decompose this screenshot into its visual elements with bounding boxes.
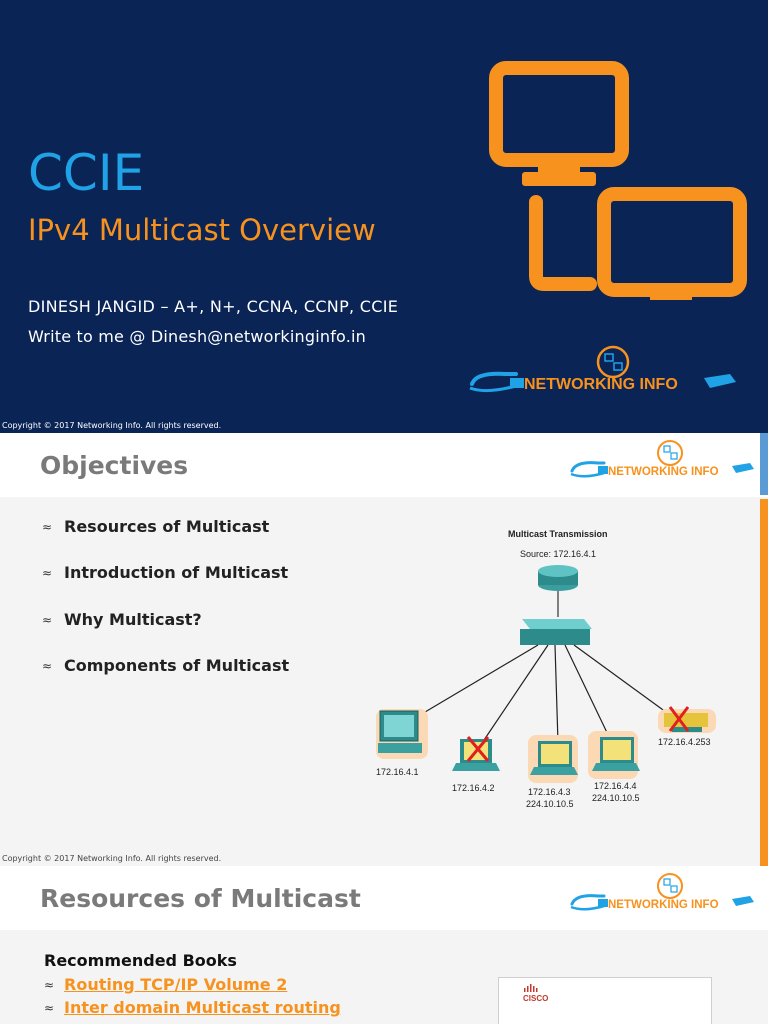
slide-subtitle: IPv4 Multicast Overview	[28, 213, 376, 247]
router-icon	[538, 565, 578, 591]
bullet-marker: ≈	[42, 658, 53, 673]
bullet-marker: ≈	[44, 977, 55, 992]
objectives-slide: Objectives NETWORKING INFO ≈ Resources of…	[0, 433, 768, 866]
cisco-brand: CISCO	[523, 994, 549, 1003]
cisco-logo-icon	[524, 984, 538, 992]
host-laptop-receiver-icon	[588, 731, 640, 779]
networking-info-logo: NETWORKING INFO	[469, 345, 736, 393]
host-ip: 172.16.4.3	[528, 787, 571, 797]
bullet-marker: ≈	[42, 612, 53, 627]
networking-info-logo: NETWORKING INFO	[570, 873, 754, 911]
list-item: ≈ Inter domain Multicast routing	[44, 996, 341, 1019]
networking-info-logo: NETWORKING INFO	[570, 440, 754, 478]
slide-header: Resources of Multicast NETWORKING INFO	[0, 866, 768, 930]
blocked-x-icon	[466, 736, 490, 762]
resources-slide: Resources of Multicast NETWORKING INFO R…	[0, 866, 768, 1024]
host-group: 224.10.10.5	[592, 793, 640, 803]
host-group: 224.10.10.5	[526, 799, 574, 809]
logo-text: NETWORKING INFO	[608, 899, 719, 911]
bullet-text: Introduction of Multicast	[64, 563, 289, 583]
list-item: ≈ Resources of Multicast	[42, 517, 289, 563]
host-ip: 172.16.4.253	[658, 737, 711, 747]
accent-bar-orange	[760, 499, 768, 866]
host-desktop-icon	[376, 709, 428, 759]
list-item: ≈ Introduction of Multicast	[42, 563, 289, 609]
monitors-icon	[489, 61, 747, 300]
title-slide: CCIE IPv4 Multicast Overview DINESH JANG…	[0, 0, 768, 433]
bullet-marker: ≈	[44, 1000, 55, 1015]
multicast-diagram: Multicast Transmission Source: 172.16.4.…	[376, 529, 716, 809]
copyright-text: Copyright © 2017 Networking Info. All ri…	[2, 421, 222, 430]
books-list: ≈ Routing TCP/IP Volume 2 ≈ Inter domain M…	[44, 973, 341, 1019]
list-item: ≈ Routing TCP/IP Volume 2	[44, 973, 341, 996]
book-link[interactable]: Routing TCP/IP Volume 2	[64, 975, 288, 994]
slide-title: CCIE	[28, 144, 145, 202]
host-laptop-receiver-icon	[528, 735, 578, 783]
book-link[interactable]: Inter domain Multicast routing	[64, 998, 341, 1017]
logo-text: NETWORKING INFO	[608, 466, 719, 478]
copyright-text: Copyright © 2017 Networking Info. All ri…	[2, 854, 222, 863]
diagram-source: Source: 172.16.4.1	[520, 549, 596, 559]
objectives-list: ≈ Resources of Multicast ≈ Introduction of…	[42, 517, 289, 702]
bullet-marker: ≈	[42, 520, 53, 534]
list-item: ≈ Why Multicast?	[42, 610, 289, 656]
slide-title: Resources of Multicast	[40, 884, 361, 913]
bullet-text: Resources of Multicast	[64, 517, 270, 536]
slide-header: Objectives NETWORKING INFO	[0, 433, 768, 497]
host-ip: 172.16.4.1	[376, 767, 419, 777]
host-laptop-icon	[452, 739, 500, 771]
books-heading: Recommended Books	[44, 951, 237, 970]
bullet-text: Components of Multicast	[64, 655, 290, 675]
list-item: ≈ Components of Multicast	[42, 656, 289, 702]
host-ip: 172.16.4.2	[452, 783, 495, 793]
book-cover-card: CISCO	[498, 977, 712, 1024]
host-ip: 172.16.4.4	[594, 781, 637, 791]
accent-bar-blue	[760, 433, 768, 495]
bullet-marker: ≈	[42, 566, 53, 581]
bullet-text: Why Multicast?	[64, 609, 202, 629]
switch-icon	[520, 619, 592, 645]
author-credentials: DINESH JANGID – A+, N+, CCNA, CCNP, CCIE	[28, 297, 399, 316]
blocked-x-icon	[668, 706, 690, 732]
slide-title: Objectives	[40, 451, 189, 480]
logo-text: NETWORKING INFO	[524, 376, 678, 393]
diagram-title: Multicast Transmission	[508, 529, 608, 539]
contact-line: Write to me @ Dinesh@networkinginfo.in	[28, 327, 367, 346]
